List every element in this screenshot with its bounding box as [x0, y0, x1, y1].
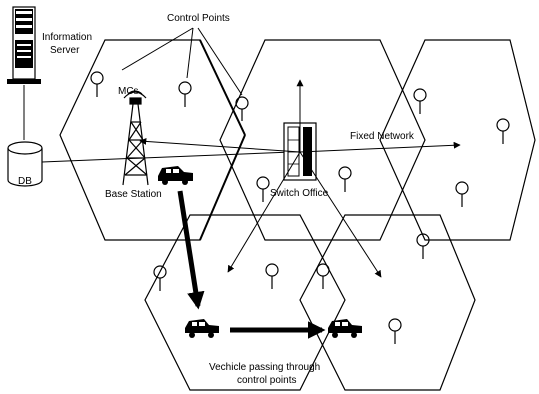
- cell-border: [199, 134, 246, 241]
- vehicle-icon: [158, 166, 193, 185]
- control-point-icon: [455, 181, 469, 207]
- control-points-callout: [121, 27, 243, 96]
- control-points: [90, 71, 510, 344]
- fixed-network-label: Fixed Network: [350, 131, 415, 142]
- control-point-icon: [316, 263, 330, 289]
- cell-top-left: [59, 39, 246, 241]
- cell-top-middle: [219, 39, 426, 241]
- base-station-label: Base Station: [105, 189, 162, 200]
- control-point-icon: [90, 71, 104, 97]
- cell-bottom-right: [299, 214, 476, 391]
- db-switch-link: [41, 151, 293, 163]
- information-server-icon: [7, 6, 41, 84]
- cell-bottom-left: [144, 214, 346, 391]
- control-point-icon: [338, 166, 352, 192]
- control-point-icon: [235, 96, 249, 121]
- control-point-icon: [265, 263, 279, 289]
- network-links: [139, 79, 461, 278]
- information-server-label-line1: Information: [42, 32, 92, 43]
- vehicle-icon: [328, 319, 362, 338]
- control-point-icon: [388, 318, 402, 344]
- control-point-icon: [496, 118, 510, 144]
- information-server-label-line2: Server: [50, 45, 80, 56]
- control-point-icon: [153, 265, 167, 291]
- control-point-icon: [413, 88, 427, 114]
- vehicle-caption-line2: control points: [237, 375, 296, 386]
- control-point-icon: [256, 176, 270, 202]
- database-icon: [7, 141, 43, 187]
- antenna-signal-icon: [123, 90, 147, 99]
- control-point-icon: [416, 233, 430, 259]
- switch-office-label: Switch Office: [270, 188, 329, 199]
- vehicle-path-arrow-down: [177, 190, 205, 310]
- control-points-label: Control Points: [167, 13, 230, 24]
- cell-border: [199, 39, 246, 136]
- control-point-icon: [178, 81, 192, 107]
- vehicle-icon: [185, 319, 219, 338]
- vehicle-caption-line1: Vechicle passing through: [209, 362, 320, 373]
- mcs-label: MCs: [118, 86, 139, 97]
- cell-top-right: [379, 39, 536, 241]
- db-label: DB: [18, 176, 32, 187]
